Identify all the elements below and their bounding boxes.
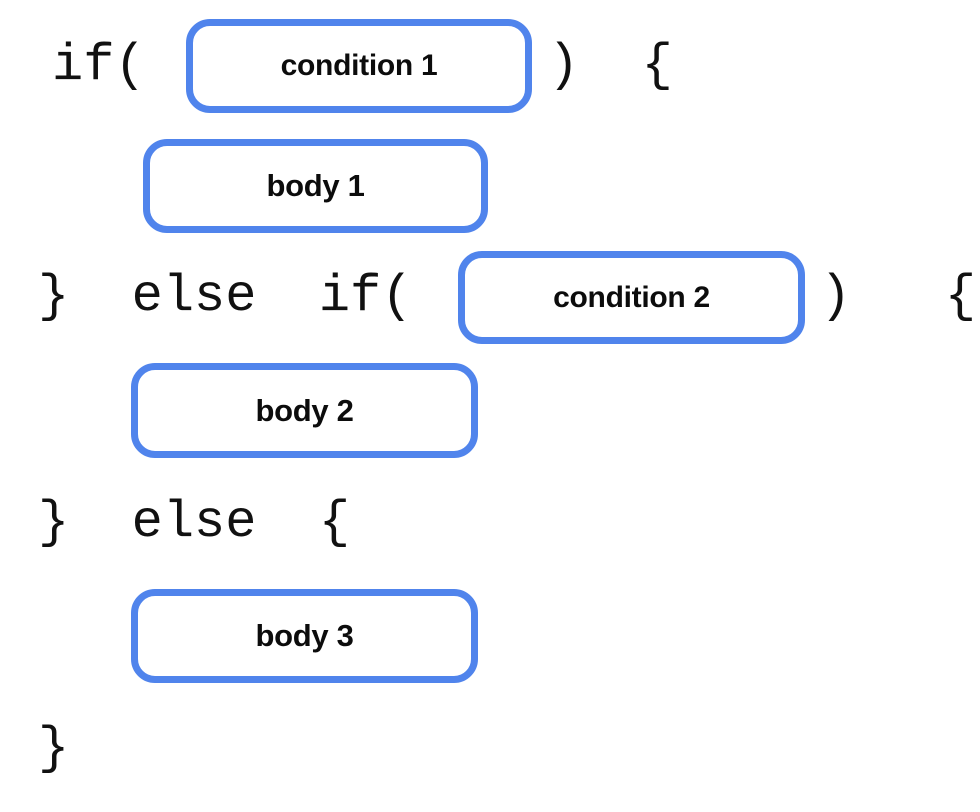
slot-body-3-label: body 3 [255,618,354,653]
slot-condition-2-label: condition 2 [553,280,710,314]
code-token-end-brace: } [38,719,70,778]
code-token-close-paren-brace-1: ) { [548,36,673,95]
slot-body-2-label: body 2 [255,392,354,428]
code-token-close-paren-brace-2: ) { [820,267,977,326]
slot-body-1[interactable]: body 1 [143,139,488,233]
slot-body-3[interactable]: body 3 [131,589,478,683]
code-token-else-if-open: } else if( [38,267,413,326]
slot-body-1-label: body 1 [266,168,365,203]
slot-condition-1[interactable]: condition 1 [186,19,532,113]
slot-condition-1-label: condition 1 [280,49,438,82]
code-token-if-open: if( [52,36,146,95]
slot-condition-2[interactable]: condition 2 [458,251,805,344]
slot-body-2[interactable]: body 2 [131,363,478,458]
code-token-else-open: } else { [38,493,351,552]
